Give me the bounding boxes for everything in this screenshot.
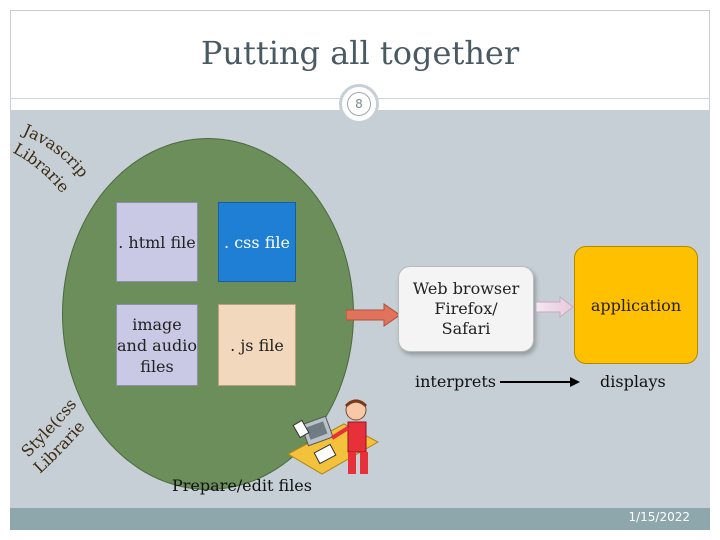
- media-files-box: image and audio files: [116, 304, 198, 386]
- person-at-computer-icon: [286, 399, 380, 475]
- to-browser-arrow: [346, 303, 401, 327]
- footer-bar: [10, 508, 710, 530]
- to-application-arrow: [536, 296, 574, 318]
- style-libraries-arc: Style(css) Libraries: [14, 388, 89, 477]
- css-file-box: . css file: [218, 202, 296, 282]
- html-file-box: . html file: [116, 202, 198, 282]
- page-number-badge: 8: [339, 84, 379, 124]
- prepare-edit-label: Prepare/edit files: [172, 476, 312, 495]
- page-number: 8: [347, 92, 371, 116]
- js-file-label: . js file: [230, 335, 284, 355]
- media-files-label: image and audio files: [117, 314, 198, 376]
- application-box: application: [574, 246, 698, 364]
- application-label: application: [590, 295, 682, 315]
- interprets-arrow: [500, 377, 580, 387]
- web-browser-label: Web browser Firefox/ Safari: [412, 279, 520, 338]
- web-browser-box: Web browser Firefox/ Safari: [398, 266, 534, 352]
- html-file-label: . html file: [118, 232, 196, 252]
- slide-date: 1/15/2022: [628, 510, 690, 524]
- js-file-box: . js file: [218, 304, 296, 386]
- interprets-label: interprets: [415, 372, 496, 391]
- slide-title: Putting all together: [200, 34, 520, 72]
- displays-label: displays: [600, 372, 666, 391]
- css-file-label: . css file: [224, 232, 290, 252]
- javascript-libraries-arc: Javascript Libraries: [0, 110, 93, 196]
